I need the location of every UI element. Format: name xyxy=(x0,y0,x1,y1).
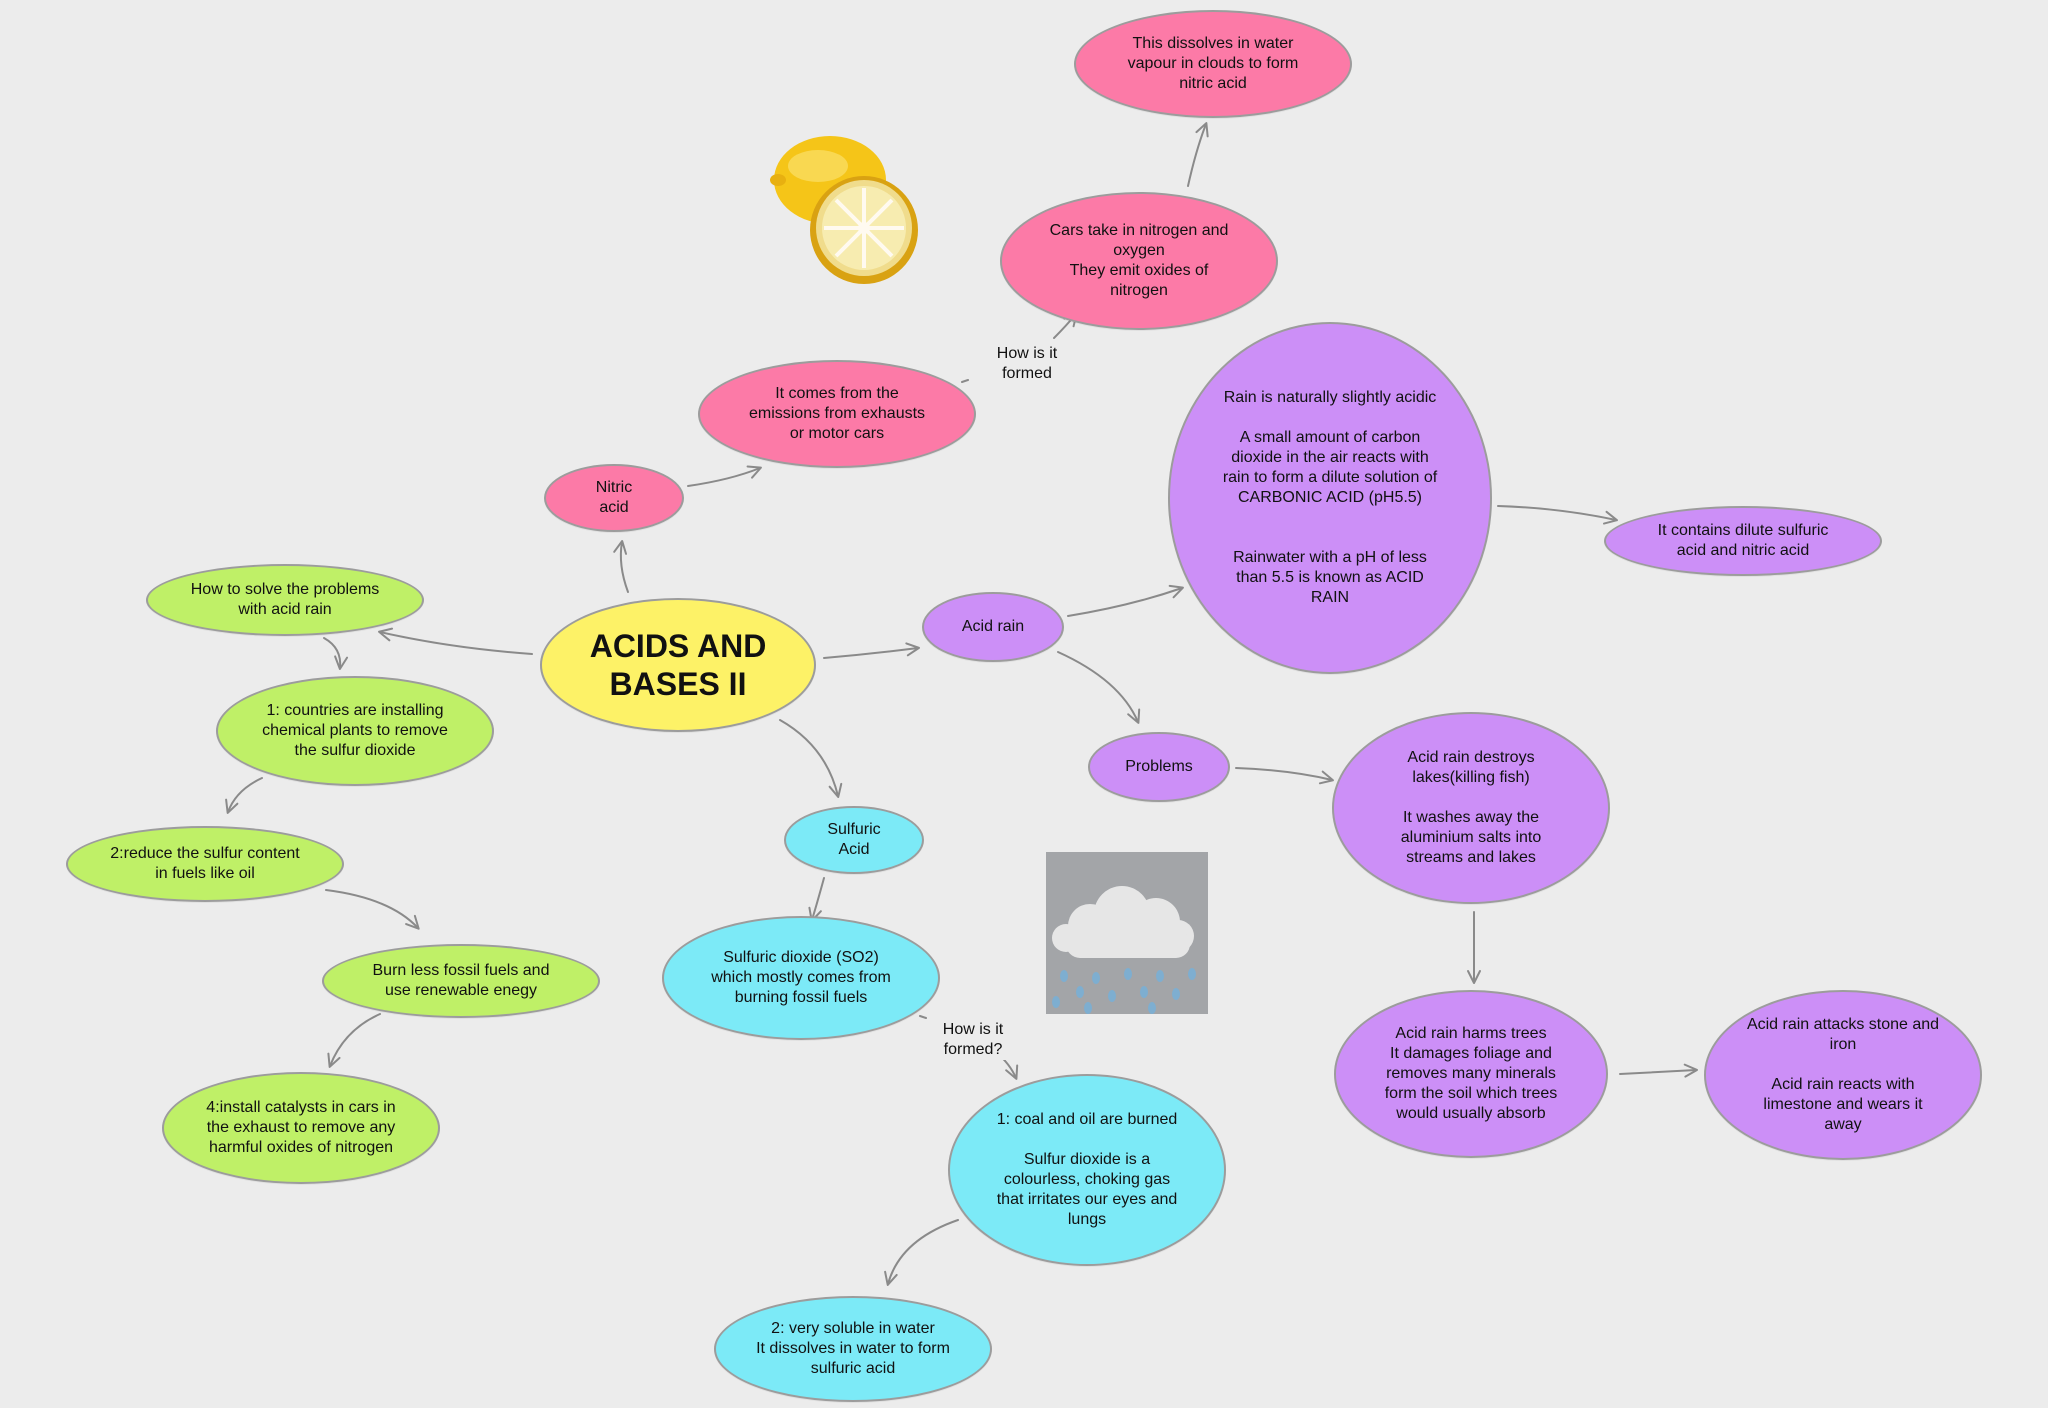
central-topic[interactable]: ACIDS AND BASES II xyxy=(540,598,816,732)
node-step1-chemical-plants[interactable]: 1: countries are installing chemical pla… xyxy=(216,676,494,786)
lemon-icon xyxy=(770,136,918,284)
node-solve-problems[interactable]: How to solve the problems with acid rain xyxy=(146,564,424,636)
node-sulfur-dioxide[interactable]: Sulfuric dioxide (SO2) which mostly come… xyxy=(662,916,940,1040)
node-acid-rain[interactable]: Acid rain xyxy=(922,592,1064,662)
link-so2-howformed xyxy=(919,1015,927,1019)
link-center-solve xyxy=(378,627,533,655)
node-nitric-acid[interactable]: Nitric acid xyxy=(544,464,684,532)
link-step1-step2 xyxy=(225,777,263,814)
node-step4-catalysts[interactable]: 4:install catalysts in cars in the exhau… xyxy=(162,1072,440,1184)
rain-cloud-icon xyxy=(1046,852,1208,1014)
label-how-formed-nitric: How is it formed xyxy=(982,344,1072,384)
node-emissions[interactable]: It comes from the emissions from exhaust… xyxy=(698,360,976,468)
link-coal-soluble xyxy=(884,1219,959,1286)
link-problems-destroys xyxy=(1235,767,1334,785)
link-burnless-step4 xyxy=(327,1013,381,1068)
node-rain-acidic[interactable]: Rain is naturally slightly acidic A smal… xyxy=(1168,322,1492,674)
link-rainacidic-contains xyxy=(1497,505,1618,525)
node-coal-oil-burned[interactable]: 1: coal and oil are burned Sulfur dioxid… xyxy=(948,1074,1226,1266)
node-soluble-water[interactable]: 2: very soluble in water It dissolves in… xyxy=(714,1296,992,1402)
node-sulfuric-acid[interactable]: Sulfuric Acid xyxy=(784,806,924,874)
node-cars-nitrogen[interactable]: Cars take in nitrogen and oxygen They em… xyxy=(1000,192,1278,330)
node-step2-reduce-sulfur[interactable]: 2:reduce the sulfur content in fuels lik… xyxy=(66,826,344,902)
node-burn-less-fossil[interactable]: Burn less fossil fuels and use renewable… xyxy=(322,944,600,1018)
label-how-formed-sulfur: How is it formed? xyxy=(928,1020,1018,1060)
link-center-nitric xyxy=(613,540,629,593)
node-harms-trees[interactable]: Acid rain harms trees It damages foliage… xyxy=(1334,990,1608,1158)
link-acidrain-problems xyxy=(1057,651,1141,724)
link-sulfuric-so2 xyxy=(808,877,825,922)
node-contains-acids[interactable]: It contains dilute sulfuric acid and nit… xyxy=(1604,506,1882,576)
link-step2-burnless xyxy=(325,889,420,930)
link-center-acidrain xyxy=(823,642,920,659)
link-solve-step1 xyxy=(323,637,349,670)
link-center-sulfuric xyxy=(779,719,843,798)
node-dissolves-nitric[interactable]: This dissolves in water vapour in clouds… xyxy=(1074,10,1352,118)
node-problems[interactable]: Problems xyxy=(1088,732,1230,802)
link-cars-dissolves xyxy=(1187,122,1209,187)
link-nitric-emissions xyxy=(687,465,762,487)
link-harmstrees-attacksstone xyxy=(1619,1063,1698,1078)
node-destroys-lakes[interactable]: Acid rain destroys lakes(killing fish) I… xyxy=(1332,712,1610,904)
link-acidrain-rainacidic xyxy=(1067,584,1184,617)
node-attacks-stone[interactable]: Acid rain attacks stone and iron Acid ra… xyxy=(1704,990,1982,1160)
link-emissions-howformed xyxy=(961,379,969,383)
